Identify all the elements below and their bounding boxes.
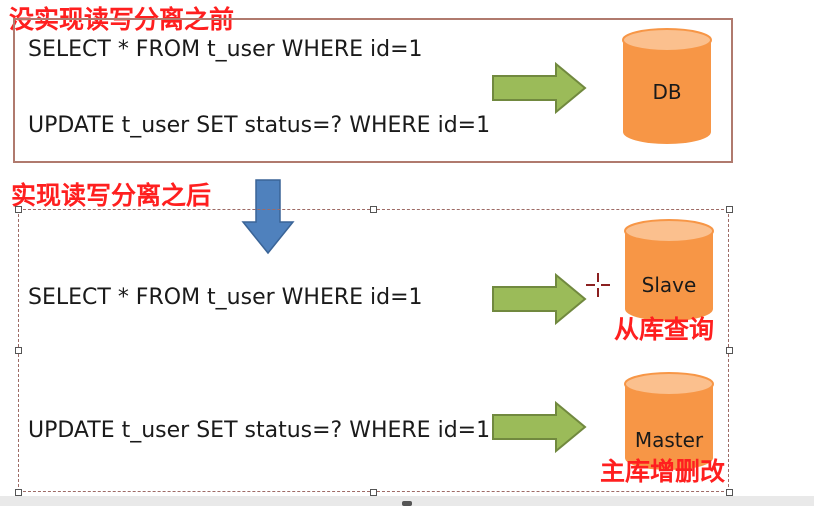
after-title: 实现读写分离之后	[11, 181, 212, 210]
before-select-query: SELECT * FROM t_user WHERE id=1	[28, 37, 423, 62]
crosshair-cursor-icon	[586, 273, 610, 297]
resize-handle-bottom-left[interactable]	[15, 489, 22, 496]
scroll-indicator-dot[interactable]	[402, 501, 412, 506]
db-label: DB	[652, 80, 682, 104]
master-right-arrow	[492, 400, 587, 454]
resize-handle-top-left[interactable]	[15, 206, 22, 213]
resize-handle-top-center[interactable]	[370, 206, 377, 213]
down-arrow	[241, 179, 295, 255]
slave-cylinder	[624, 219, 714, 321]
before-update-query: UPDATE t_user SET status=? WHERE id=1	[28, 113, 491, 138]
master-label: Master	[634, 428, 704, 452]
resize-handle-bottom-center[interactable]	[370, 489, 377, 496]
resize-handle-middle-left[interactable]	[15, 347, 22, 354]
slave-caption: 从库查询	[614, 315, 715, 344]
before-right-arrow	[492, 61, 587, 115]
resize-handle-bottom-right[interactable]	[726, 489, 733, 496]
resize-handle-middle-right[interactable]	[726, 347, 733, 354]
slave-label: Slave	[641, 273, 697, 297]
after-update-query: UPDATE t_user SET status=? WHERE id=1	[28, 418, 491, 443]
resize-handle-top-right[interactable]	[726, 206, 733, 213]
master-cylinder	[624, 372, 714, 470]
db-cylinder	[622, 28, 712, 144]
after-select-query: SELECT * FROM t_user WHERE id=1	[28, 285, 423, 310]
before-frame	[13, 18, 733, 163]
master-caption: 主库增删改	[600, 457, 726, 486]
slave-right-arrow	[492, 272, 587, 326]
